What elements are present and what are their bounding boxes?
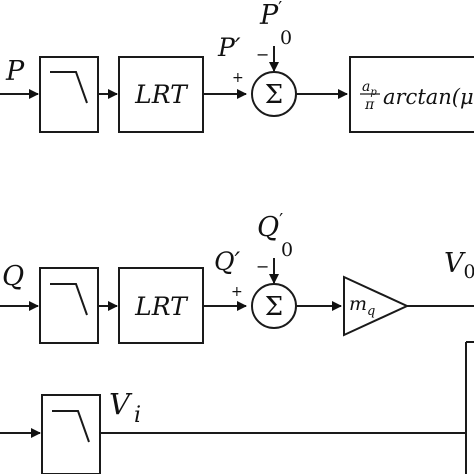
- low-pass-filter-icon: [50, 283, 88, 316]
- q-input-label: Q: [2, 261, 24, 292]
- p0-setpoint-label: P′: [259, 0, 282, 31]
- q0-setpoint-label: Q′: [257, 210, 283, 243]
- arctan-frac-numerator: ap: [362, 79, 377, 98]
- plus-sign-middle: +: [231, 284, 243, 300]
- gain-block-mq: [343, 275, 410, 337]
- lrt-label-middle: LRT: [134, 292, 189, 321]
- p-prime-label: P′: [217, 33, 241, 62]
- middle-row: Q LRT Q′ + Q′ 0 − Σ mq V0: [0, 210, 474, 474]
- p0-setpoint-subscript: 0: [280, 27, 292, 49]
- low-pass-filter-icon: [52, 410, 90, 443]
- low-pass-filter-icon: [50, 71, 88, 104]
- low-pass-filter-block-middle: [39, 267, 99, 344]
- v0-output-label: V0: [444, 248, 474, 283]
- arctan-frac-denominator: π: [364, 97, 375, 113]
- minus-sign-top: −: [256, 45, 269, 64]
- plus-sign-top: +: [232, 70, 244, 86]
- p-input-label: P: [5, 56, 25, 87]
- minus-sign-middle: −: [256, 257, 269, 276]
- sum-symbol-middle: Σ: [265, 292, 283, 322]
- low-pass-filter-block-bottom: [41, 394, 101, 474]
- top-row: P LRT P′ + P′ 0 − Σ ap π arctan(μ: [0, 0, 474, 133]
- low-pass-filter-block-top: [39, 56, 99, 133]
- lrt-block-top: [118, 56, 204, 133]
- q-prime-label: Q′: [214, 247, 240, 276]
- lrt-label-top: LRT: [134, 80, 189, 109]
- q0-setpoint-subscript: 0: [281, 239, 293, 261]
- gain-label-mq: mq: [349, 293, 375, 319]
- lrt-block-middle: [118, 267, 204, 344]
- arctan-function-label: arctan(μ: [383, 85, 474, 109]
- sum-symbol-top: Σ: [265, 80, 283, 110]
